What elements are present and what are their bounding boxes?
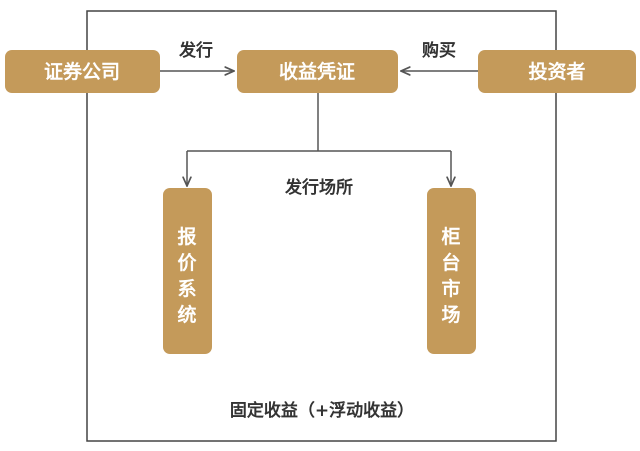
quotation-system-char: 价 [177, 252, 197, 274]
quotation-system-node: 报 价 系 统 [163, 188, 212, 354]
issue-label: 发行 [178, 40, 213, 61]
securities-company-label: 证券公司 [44, 60, 120, 83]
outer-frame [86, 10, 557, 442]
investor-label: 投资者 [528, 60, 585, 83]
quotation-system-char: 报 [177, 225, 196, 248]
quotation-system-char: 系 [177, 278, 196, 300]
otc-market-char: 场 [441, 304, 460, 326]
investor-node: 投资者 [478, 50, 636, 93]
otc-market-char: 台 [441, 251, 460, 274]
otc-market-node: 柜 台 市 场 [427, 188, 476, 354]
otc-market-char: 市 [441, 277, 460, 300]
otc-market-char: 柜 [441, 226, 460, 248]
purchase-label: 购买 [422, 40, 456, 61]
income-certificate-node: 收益凭证 [237, 50, 398, 93]
issue-venue-label: 发行场所 [284, 177, 353, 198]
securities-company-node: 证券公司 [5, 50, 160, 93]
quotation-system-char: 统 [177, 303, 196, 326]
income-certificate-label: 收益凭证 [279, 60, 355, 83]
fixed-income-label: 固定收益（+浮动收益） [230, 400, 414, 421]
